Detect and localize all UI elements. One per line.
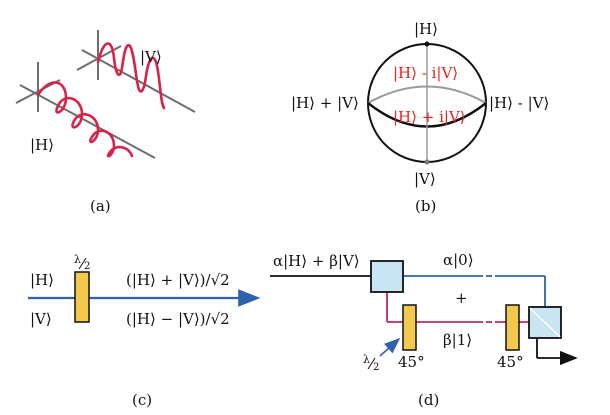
pole-south [424,159,430,165]
pole-north [424,41,430,47]
label-c-h: |H⟩ [30,271,54,289]
axis-a-left-diagonal [19,84,156,159]
beam-splitter-2-diagonal [529,307,561,338]
half-wave-plate-c [74,271,90,323]
state-d-lower: β|1⟩ [443,331,472,349]
caption-c: (c) [132,391,152,409]
angle-d-right: 45° [497,353,524,371]
state-upper: |H⟩ - i|V⟩ [393,64,458,82]
waveplate-d-den: 2 [373,362,379,373]
angle-d-left: 45° [398,353,425,371]
wave-horizontal [36,81,134,158]
caption-b: (b) [415,197,436,215]
waveplate-c-num: λ [74,253,81,266]
waveplate-c-den: 2 [84,261,90,272]
state-lower: |H⟩ + i|V⟩ [393,108,466,126]
panel-a: |V⟩ |H⟩ (a) [15,30,196,215]
caption-a: (a) [90,197,111,215]
waveplate-c-slash [78,257,87,270]
label-c-v: |V⟩ [30,310,52,328]
panel-d: α|H⟩ + β|V⟩ α|0⟩ β|1⟩ + λ 2 45° 45° (d) [270,251,578,409]
state-c-diff: (|H⟩ − |V⟩)/√2 [126,310,230,328]
waveplate-d-num: λ [363,353,370,366]
state-c-sum: (|H⟩ + |V⟩)/√2 [126,271,230,289]
wave-vertical [96,42,166,110]
label-a-h: |H⟩ [30,136,54,154]
panel-c: λ 2 |H⟩ |V⟩ (|H⟩ + |V⟩)/√2 (|H⟩ − |V⟩)/√… [28,253,261,409]
label-a-v: |V⟩ [140,48,162,66]
beam-splitter-1 [370,260,404,293]
state-d-input: α|H⟩ + β|V⟩ [273,252,360,270]
state-west: |H⟩ + |V⟩ [291,94,359,112]
axis-a-right-diagonal [81,49,196,113]
half-wave-plate-d-right [505,304,520,351]
plus-sign: + [455,289,468,307]
caption-d: (d) [418,391,439,409]
state-d-upper: α|0⟩ [443,251,474,269]
waveplate-d-slash [367,357,376,370]
half-wave-plate-d-left [402,304,417,351]
state-south: |V⟩ [414,170,436,188]
panel-b: |H⟩ |V⟩ |H⟩ + |V⟩ |H⟩ - |V⟩ |H⟩ - i|V⟩ |… [291,20,549,215]
state-east: |H⟩ - |V⟩ [489,94,549,112]
state-north: |H⟩ [414,20,438,38]
waveplate-pointer-arrow [379,337,401,357]
